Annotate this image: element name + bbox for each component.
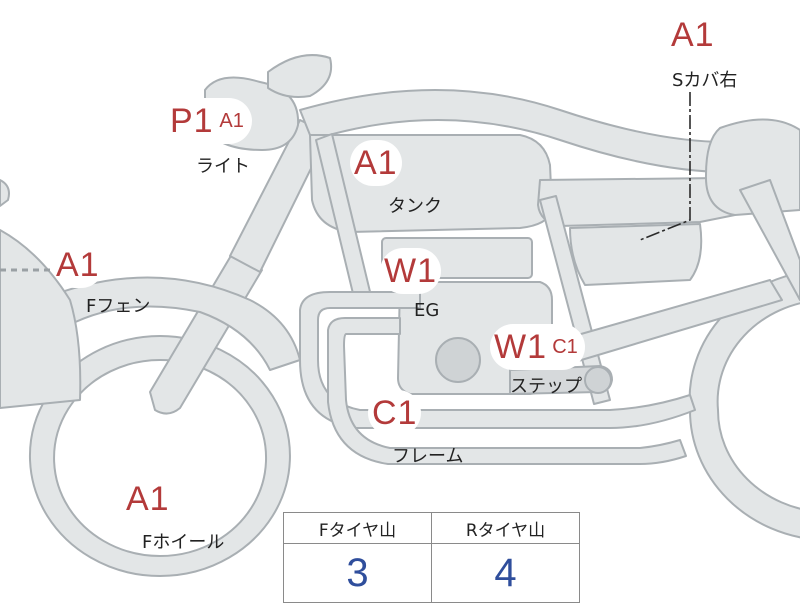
- grade-code: A1: [354, 144, 398, 182]
- grade-badge-f-wheel: A1: [122, 476, 174, 522]
- tire-table-value-row: 3 4: [283, 543, 580, 603]
- part-label-tank: タンク: [388, 196, 442, 217]
- front-left-panel: [0, 229, 82, 409]
- grade-badge-frame: C1: [368, 390, 422, 436]
- grade-code: A1: [671, 16, 715, 54]
- grade-badge-engine: W1: [380, 248, 441, 294]
- grade-code: P1: [170, 102, 214, 140]
- tire-value-front: 3: [283, 543, 432, 603]
- grade-code: W1: [384, 252, 437, 290]
- grade-code: A1: [126, 480, 170, 518]
- grade-sub-code: A1: [215, 105, 248, 137]
- front-left-part: [0, 179, 10, 207]
- grade-badge-f-fender: A1: [52, 242, 104, 288]
- tire-value-rear: 4: [431, 543, 580, 603]
- exhaust: [327, 317, 687, 465]
- grade-sub-code: C1: [549, 331, 581, 363]
- part-label-f-fender: Fフェン: [86, 296, 151, 317]
- side-cover: [569, 223, 703, 286]
- leader-scover: [639, 92, 691, 241]
- step-knob: [584, 366, 612, 394]
- rear-wheel: [688, 271, 800, 539]
- tire-table-header-row: Fタイヤ山 Rタイヤ山: [283, 512, 580, 544]
- handlebar: [267, 54, 332, 98]
- part-label-frame: フレーム: [392, 446, 464, 467]
- grade-badge-step: W1 C1: [490, 324, 585, 370]
- grade-code: C1: [372, 394, 418, 432]
- engine-cover: [435, 337, 481, 383]
- part-label-s-cover: Sカバ右: [672, 70, 738, 91]
- tire-header-front: Fタイヤ山: [283, 512, 432, 544]
- grade-code: W1: [494, 328, 547, 366]
- rear-shock: [739, 179, 800, 301]
- part-label-f-wheel: Fホイール: [142, 532, 225, 553]
- part-label-light: ライト: [196, 156, 250, 177]
- grade-badge-s-cover: A1: [667, 12, 719, 58]
- tail: [704, 118, 800, 216]
- grade-code: A1: [56, 246, 100, 284]
- tire-header-rear: Rタイヤ山: [431, 512, 580, 544]
- part-label-step: ステップ: [510, 376, 582, 397]
- part-label-engine: EG: [414, 300, 440, 321]
- grade-badge-light: P1 A1: [166, 98, 252, 144]
- grade-badge-tank: A1: [350, 140, 402, 186]
- tire-tread-table: Fタイヤ山 Rタイヤ山 3 4: [283, 512, 580, 603]
